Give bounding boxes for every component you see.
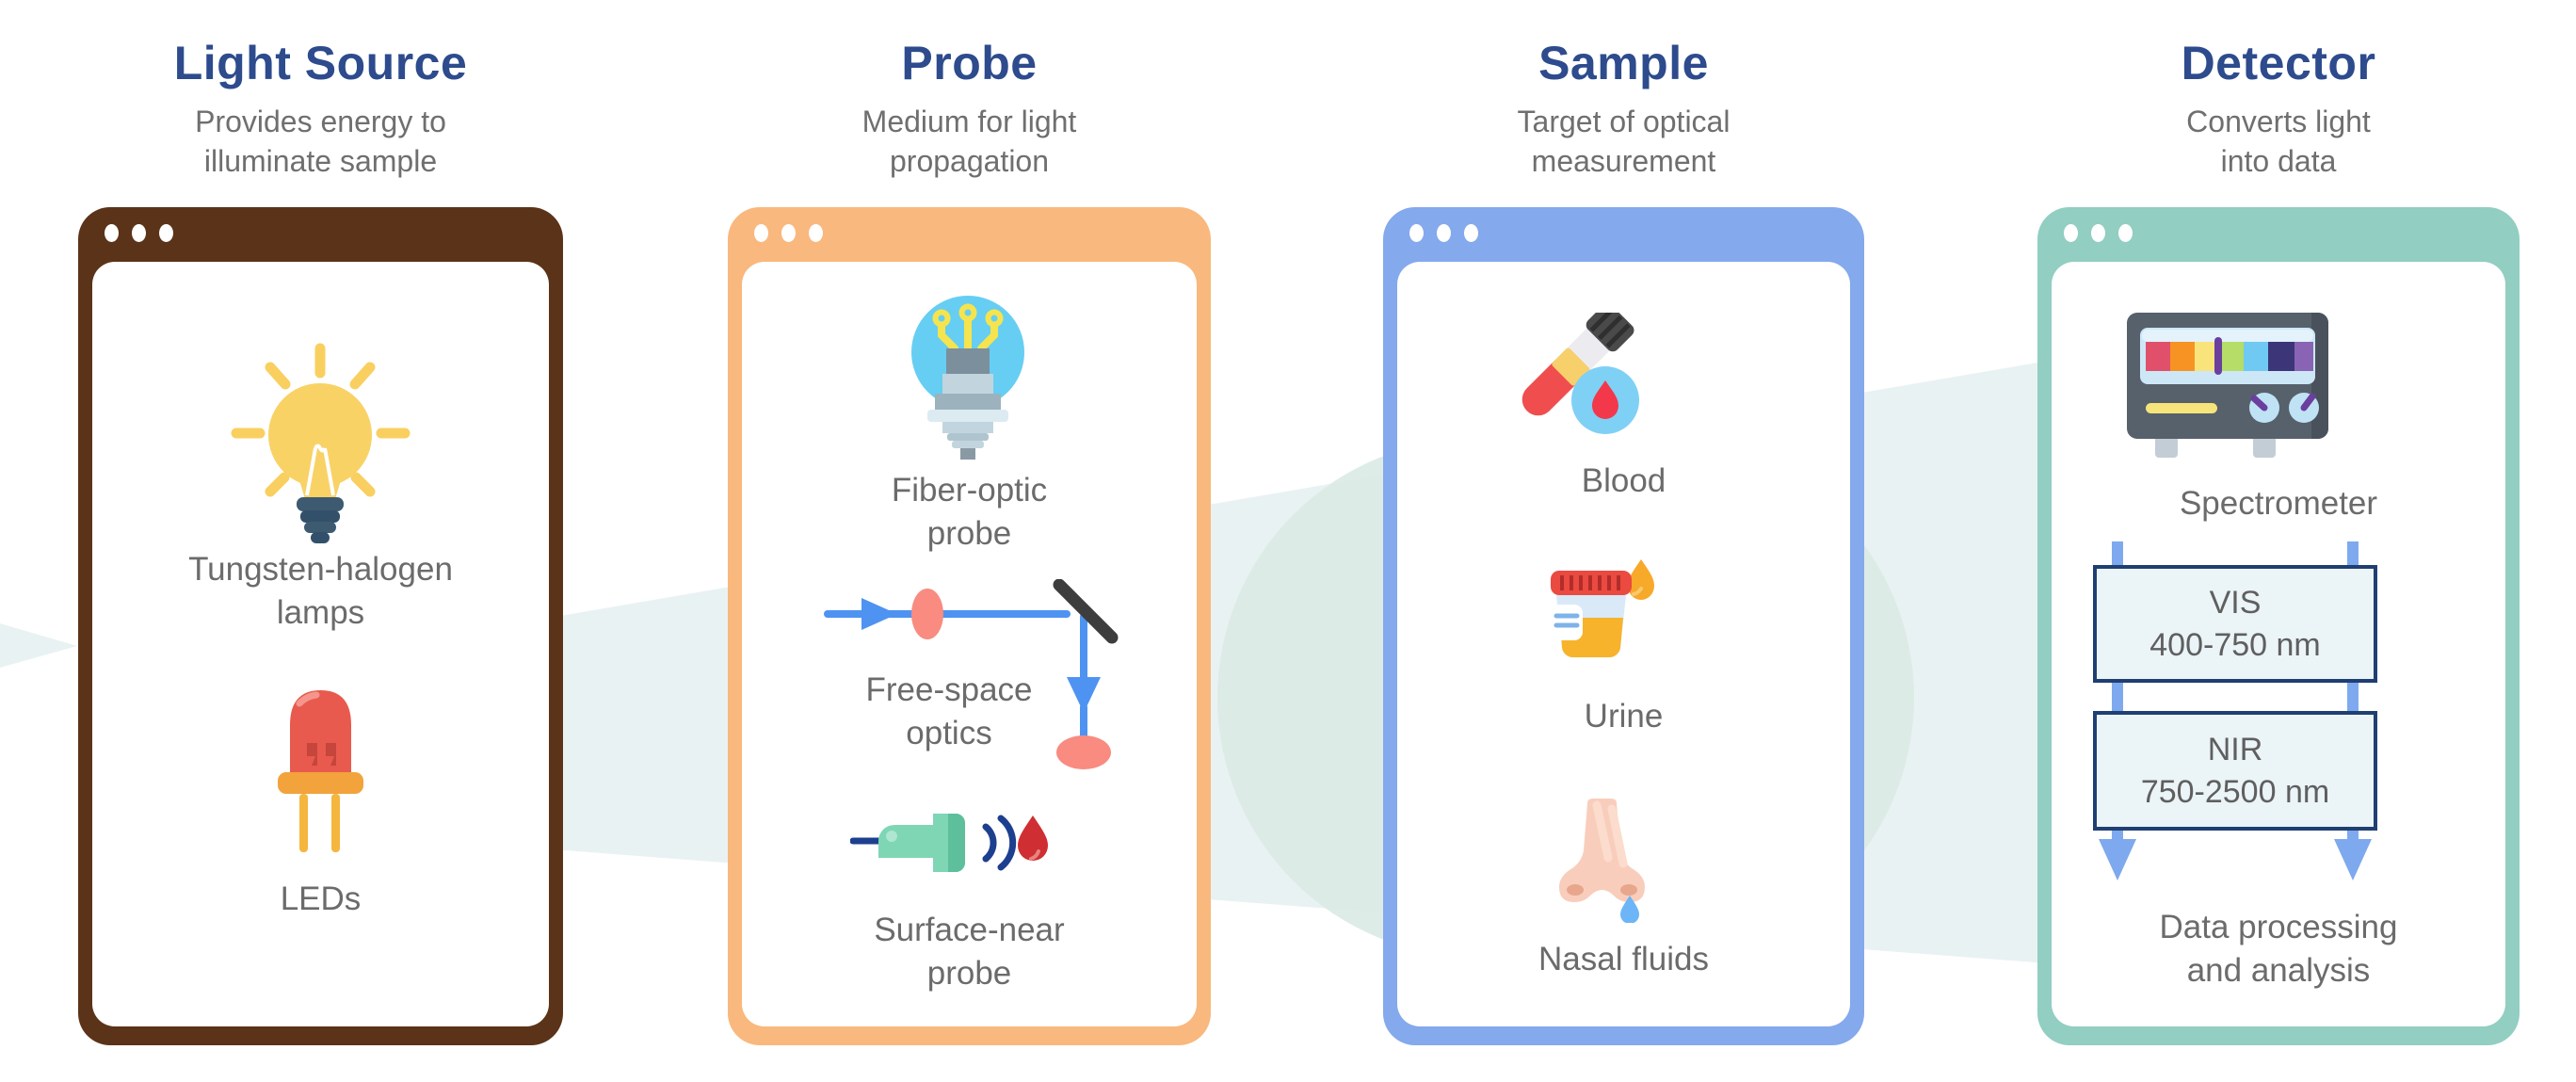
panel-light-source: Tungsten-halogen lamps LEDs <box>78 207 563 1045</box>
nir-band-box: NIR 750-2500 nm <box>2093 711 2377 831</box>
window-dots <box>1409 224 1478 242</box>
window-dot-icon <box>1437 224 1451 242</box>
window-dot-icon <box>2064 224 2078 242</box>
lightbulb-icon <box>231 343 411 543</box>
label-tungsten-halogen-lamps: Tungsten-halogen lamps <box>188 551 453 632</box>
header-probe: Probe Medium for light propagation <box>728 36 1211 181</box>
label-free-space-optics: Free-space optics <box>865 671 1033 752</box>
led-icon <box>278 690 363 852</box>
panel-detector: Spectrometer VIS 400-750 nm NIR 750-2500… <box>2037 207 2520 1045</box>
panel-probe: Fiber-optic probe Free-space optics <box>728 207 1211 1045</box>
label-surface-near-probe: Surface-near probe <box>874 912 1065 993</box>
window-dot-icon <box>132 224 146 242</box>
window-dot-icon <box>809 224 823 242</box>
nose-icon <box>1559 799 1645 923</box>
window-dots <box>2064 224 2133 242</box>
subtitle-detector: Converts light into data <box>2186 105 2371 179</box>
label-nasal-fluids: Nasal fluids <box>1538 941 1709 977</box>
surface-near-probe-icon <box>850 814 1048 872</box>
label-spectrometer: Spectrometer <box>2179 485 2378 522</box>
window-dot-icon <box>781 224 796 242</box>
blood-test-tube-icon <box>1521 313 1639 434</box>
label-leds: LEDs <box>280 880 362 917</box>
label-urine: Urine <box>1584 698 1664 735</box>
urine-cup-icon <box>1549 559 1654 658</box>
title-detector: Detector <box>2181 37 2376 89</box>
subtitle-probe: Medium for light propagation <box>861 105 1077 179</box>
window-dot-icon <box>1464 224 1478 242</box>
title-probe: Probe <box>901 37 1038 89</box>
title-sample: Sample <box>1538 37 1709 89</box>
spectrometer-icon <box>2127 313 2328 458</box>
window-dot-icon <box>105 224 119 242</box>
window-dots <box>754 224 823 242</box>
window-dot-icon <box>1409 224 1424 242</box>
beam-origin-tip <box>0 623 77 668</box>
subtitle-sample: Target of optical measurement <box>1517 105 1731 179</box>
header-detector: Detector Converts light into data <box>2037 36 2520 181</box>
label-fiber-optic-probe: Fiber-optic probe <box>891 472 1048 553</box>
window-dot-icon <box>2118 224 2133 242</box>
window-dots <box>105 224 173 242</box>
subtitle-light-source: Provides energy to illuminate sample <box>195 105 446 179</box>
label-data-processing: Data processing and analysis <box>2159 909 2398 990</box>
label-blood: Blood <box>1581 462 1666 499</box>
vis-band-box: VIS 400-750 nm <box>2093 565 2377 683</box>
header-sample: Sample Target of optical measurement <box>1383 36 1864 181</box>
panel-sample: Blood Urine <box>1383 207 1864 1045</box>
free-space-optics-icon <box>824 579 1119 769</box>
fiber-optic-probe-icon <box>911 296 1024 460</box>
title-light-source: Light Source <box>173 37 468 89</box>
window-dot-icon <box>754 224 768 242</box>
window-dot-icon <box>159 224 173 242</box>
header-light-source: Light Source Provides energy to illumina… <box>78 36 563 181</box>
window-dot-icon <box>2091 224 2105 242</box>
